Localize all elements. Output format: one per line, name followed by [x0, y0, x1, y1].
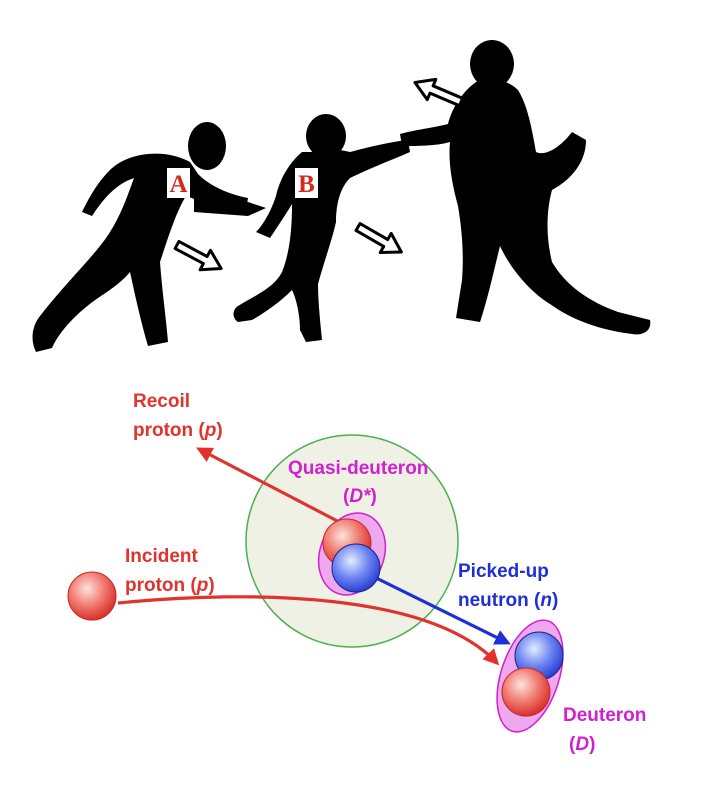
arrow-right-lower-icon [173, 239, 223, 272]
deuteron-proton-sphere [501, 667, 551, 717]
label-a-badge: A [167, 168, 190, 198]
arrow-left-icon [413, 77, 465, 108]
quasi-neutron-sphere [331, 543, 381, 593]
arrow-right-upper-icon [354, 222, 403, 255]
reaction-diagram: Recoil proton (p) Incident proton (p) Qu… [67, 391, 652, 755]
incident-proton-sphere [67, 571, 117, 621]
incident-proton-arrow [117, 595, 500, 666]
recoil-proton-arrow [196, 447, 346, 527]
picked-up-label: Picked-up neutron (n) [458, 561, 558, 611]
quasi-deuteron-label: Quasi-deuteron (D*) [288, 458, 434, 507]
figure-a-label: A [169, 171, 187, 198]
neutron-pickup-arrow [365, 571, 511, 645]
label-b-badge: B [295, 168, 318, 198]
incident-label: Incident proton (p) [125, 546, 215, 596]
recoil-label: Recoil proton (p) [133, 391, 223, 441]
silhouette-scene: A B [32, 40, 651, 352]
deuteron-label: Deuteron (D) [563, 705, 652, 755]
figure-b-silhouette [233, 114, 410, 342]
figure-a-silhouette [32, 122, 266, 352]
figure-b-label: B [298, 171, 315, 198]
figure-c-silhouette [400, 40, 651, 335]
